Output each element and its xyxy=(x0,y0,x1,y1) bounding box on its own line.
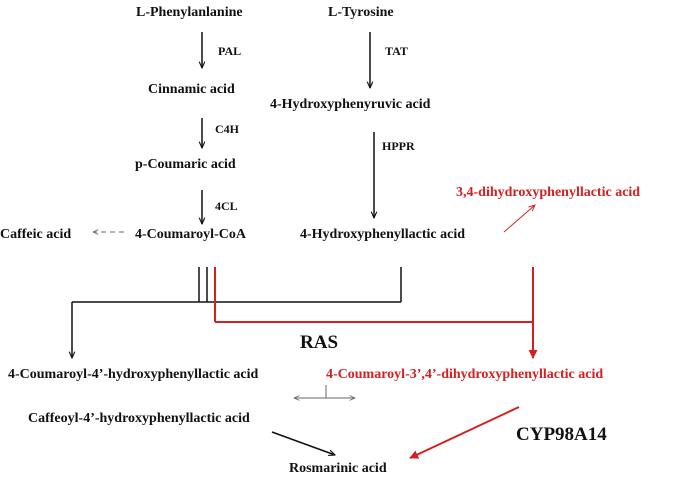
arrow-caffeoyl-to-rosmarinic xyxy=(271,431,335,455)
enzyme-4cl: 4CL xyxy=(215,199,238,213)
compound-p-coumaric-acid: p-Coumaric acid xyxy=(135,157,236,172)
compound-4-hydroxyphenylpyruvic-acid: 4-Hydroxyphenyruvic acid xyxy=(270,97,431,112)
compound-caffeoyl-4-hydroxyphenyllactic-acid: Caffeoyl-4’-hydroxyphenyllactic acid xyxy=(28,411,250,426)
enzyme-c4h: C4H xyxy=(215,122,240,136)
enzyme-tat: TAT xyxy=(385,44,408,58)
compound-4-coumaroyl-4-hydroxyphenyllactic-acid: 4-Coumaroyl-4’-hydroxyphenyllactic acid xyxy=(8,367,259,382)
compound-rosmarinic-acid: Rosmarinic acid xyxy=(289,461,387,476)
compound-caffeic-acid: Caffeic acid xyxy=(0,227,71,242)
compound-4-hydroxyphenyllactic-acid: 4-Hydroxyphenyllactic acid xyxy=(300,227,465,242)
compound-l-phenylalanine: L-Phenylanlanine xyxy=(136,5,243,20)
enzyme-cyp98a14: CYP98A14 xyxy=(516,424,607,445)
enzyme-ras: RAS xyxy=(300,332,338,353)
arrow-cyp-to-rosmarinic xyxy=(409,406,520,459)
enzyme-hppr: HPPR xyxy=(382,139,415,153)
compound-cinnamic-acid: Cinnamic acid xyxy=(148,82,235,97)
arrow-hpla-to-dihydroxyphenyllactic xyxy=(503,205,535,233)
enzyme-pal: PAL xyxy=(218,44,241,58)
compound-4-coumaroyl-3-4-dihydroxyphenyllactic-acid: 4-Coumaroyl-3’,4’-dihydroxyphenyllactic … xyxy=(326,367,603,382)
compound-3-4-dihydroxyphenyllactic-acid: 3,4-dihydroxyphenyllactic acid xyxy=(456,185,640,200)
compound-l-tyrosine: L-Tyrosine xyxy=(328,5,394,20)
compound-4-coumaroyl-coa: 4-Coumaroyl-CoA xyxy=(135,227,247,242)
